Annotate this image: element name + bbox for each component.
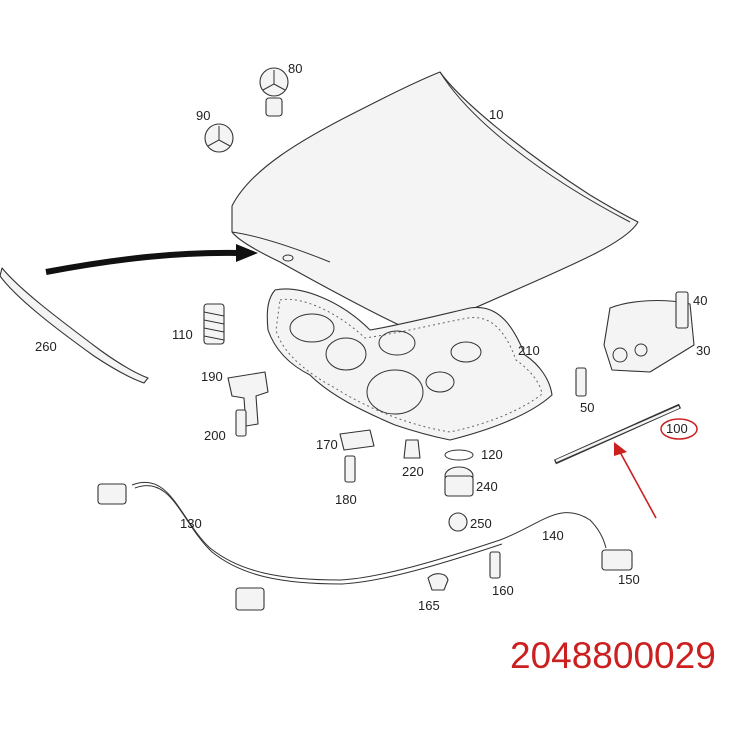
highlight-arrow xyxy=(614,442,657,519)
safety-catch-part xyxy=(227,371,269,437)
lock-spring-part xyxy=(203,303,225,345)
callout-130: 130 xyxy=(180,516,202,531)
callout-100-highlight-ring xyxy=(660,418,698,440)
release-cable-part xyxy=(97,482,633,611)
hinge-part xyxy=(575,291,695,397)
callout-190: 190 xyxy=(201,369,223,384)
callout-260: 260 xyxy=(35,339,57,354)
callout-90: 90 xyxy=(196,108,210,123)
callout-30: 30 xyxy=(696,343,710,358)
insulation-mat-part xyxy=(266,288,553,441)
star-emblem-part xyxy=(204,67,289,153)
callout-200: 200 xyxy=(204,428,226,443)
callout-120: 120 xyxy=(481,447,503,462)
callout-80: 80 xyxy=(288,61,302,76)
seal-strip-part xyxy=(0,267,149,384)
callout-160: 160 xyxy=(492,583,514,598)
callout-240: 240 xyxy=(476,479,498,494)
callout-10: 10 xyxy=(489,107,503,122)
callout-140: 140 xyxy=(542,528,564,543)
hood-part xyxy=(231,71,639,333)
callout-180: 180 xyxy=(335,492,357,507)
direction-arrow xyxy=(45,244,258,275)
callout-250: 250 xyxy=(470,516,492,531)
callout-100: 100 xyxy=(666,421,688,436)
callout-150: 150 xyxy=(618,572,640,587)
gas-strut-part xyxy=(553,403,682,465)
callout-40: 40 xyxy=(693,293,707,308)
bumper-clips-part xyxy=(339,429,474,532)
callout-210: 210 xyxy=(518,343,540,358)
callout-110: 110 xyxy=(172,327,193,342)
callout-165: 165 xyxy=(418,598,440,613)
callout-220: 220 xyxy=(402,464,424,479)
callout-50: 50 xyxy=(580,400,594,415)
part-number-label: 2048800029 xyxy=(510,635,716,676)
callout-170: 170 xyxy=(316,437,338,452)
